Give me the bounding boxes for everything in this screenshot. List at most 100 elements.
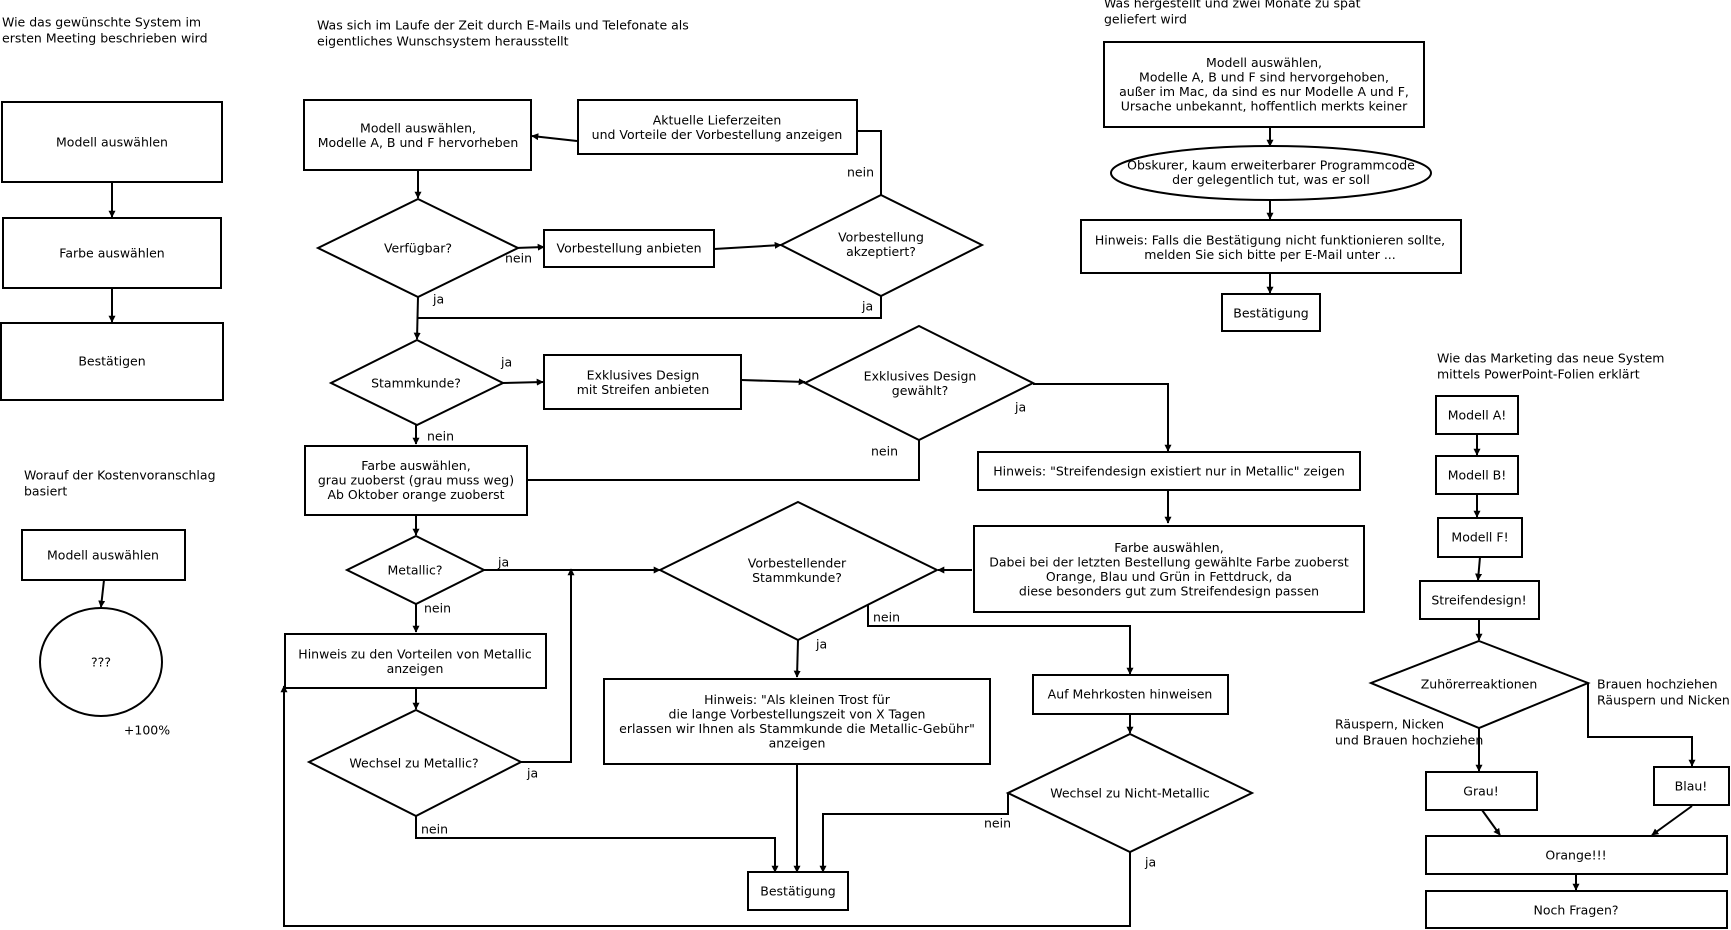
edge-label-designsel-no: nein [871, 444, 898, 459]
text-line: Obskurer, kaum erweiterbarer Programmcod… [1127, 157, 1415, 172]
node-w_switchnon-diamond [1005, 732, 1255, 854]
text-line: die lange Vorbestellungszeit von X Tagen [669, 706, 926, 721]
text-line: Hinweis: Falls die Bestätigung nicht fun… [1095, 232, 1445, 247]
text-line: ersten Meeting beschrieben wird [2, 31, 208, 46]
text-line: Stammkunde? [371, 376, 461, 391]
text-line: Brauen hochziehen [1597, 677, 1718, 692]
edge-m6-m8 [1481, 809, 1501, 836]
edge-label-switchmetal-no: nein [421, 822, 448, 837]
text-line: Vorbestellung [838, 229, 924, 244]
edge-label-preacc-yes: ja [861, 299, 873, 314]
edge-deliv-model [531, 133, 578, 142]
label-m1: Modell A! [1448, 408, 1507, 423]
text-line: anzeigen [769, 735, 826, 750]
text-line: und Vorteile der Vorbestellung anzeigen [592, 127, 843, 142]
node-w_designsel-diamond [802, 324, 1036, 442]
text-line: Grau! [1463, 784, 1498, 799]
text-line: Modell F! [1451, 530, 1508, 545]
edge-designsel-stripehint [1033, 383, 1172, 452]
text-line: Aktuelle Lieferzeiten [653, 112, 782, 127]
text-line: Zuhörerreaktionen [1421, 677, 1538, 692]
label-m7: Blau! [1675, 779, 1708, 794]
label-m2: Modell B! [1448, 468, 1507, 483]
text-line: ja [1144, 855, 1156, 870]
text-line: ja [432, 292, 444, 307]
label-m5: Zuhörerreaktionen [1421, 677, 1538, 692]
node-w_metalhint-box [284, 633, 547, 689]
text-line: Hinweis: "Streifendesign existiert nur i… [993, 464, 1345, 479]
label-w_switchmetal: Wechsel zu Metallic? [349, 756, 478, 771]
node-d1-box [1103, 41, 1425, 128]
text-line: grau zuoberst (grau muss weg) [318, 473, 514, 488]
text-line: Hinweis: "Als kleinen Trost für [704, 692, 891, 707]
node-d2-ellipse [1110, 145, 1432, 201]
label-o3: Bestätigen [78, 354, 145, 369]
text-line: +100% [124, 723, 170, 738]
text-line: Worauf der Kostenvoranschlag [24, 468, 216, 483]
text-line: mit Streifen anbieten [577, 382, 710, 397]
text-line: geliefert wird [1104, 12, 1187, 27]
node-m8-box [1425, 835, 1728, 875]
text-line: nein [421, 822, 448, 837]
text-line: ja [526, 766, 538, 781]
edge-preacc-deliv [857, 130, 882, 195]
text-line: Vorbestellung anbieten [557, 241, 702, 256]
label-w_switchnon: Wechsel zu Nicht-Metallic [1050, 786, 1210, 801]
node-w_preregular-diamond [657, 500, 940, 642]
node-w_model-box [303, 99, 532, 171]
text-line: Bestätigung [1233, 306, 1308, 321]
node-o1-box [1, 101, 223, 183]
edge-preregular-consolation [793, 639, 801, 678]
node-w_preorder-box [543, 229, 715, 268]
label-k1: Modell auswählen [47, 548, 159, 563]
text-line: Räuspern und Nicken [1597, 693, 1730, 708]
text-line: ja [1014, 400, 1026, 415]
label-m8: Orange!!! [1545, 848, 1606, 863]
text-line: Ab Oktober orange zuoberst [327, 487, 504, 502]
node-m1-box [1435, 395, 1519, 435]
edge-label-avail-no: nein [505, 251, 532, 266]
text-line: ja [861, 299, 873, 314]
label-w_confirm: Bestätigung [760, 884, 835, 899]
text-line: Modell auswählen, [360, 120, 476, 135]
text-line: mittels PowerPoint-Folien erklärt [1437, 367, 1640, 382]
edge-m3-m4 [1475, 556, 1483, 581]
edge-switchmetal-yes [520, 568, 575, 763]
node-w_regular-diamond [328, 338, 506, 427]
label-w_extracost: Auf Mehrkosten hinweisen [1048, 687, 1213, 702]
node-w_color-box [304, 445, 528, 516]
edge-label-preregular-no: nein [873, 610, 900, 625]
label-m9: Noch Fragen? [1533, 903, 1618, 918]
node-w_color2-box [973, 525, 1365, 613]
edge-label-regular-yes: ja [500, 355, 512, 370]
text-line: Metallic? [388, 563, 443, 578]
text-line: ja [815, 637, 827, 652]
edge-switchmetal-no [415, 816, 779, 873]
label-d2: Obskurer, kaum erweiterbarer Programmcod… [1127, 157, 1415, 187]
label-k2: ??? [91, 655, 111, 670]
label-k-cost: +100% [124, 723, 170, 738]
text-line: Orange, Blau und Grün in Fettdruck, da [1046, 569, 1292, 584]
edges [98, 127, 1696, 927]
text-line: Was sich im Laufe der Zeit durch E-Mails… [317, 18, 689, 33]
edge-avail-regular [413, 296, 421, 340]
text-line: Noch Fragen? [1533, 903, 1618, 918]
node-k1-box [21, 529, 186, 581]
text-line: erlassen wir Ihnen als Stammkunde die Me… [619, 721, 975, 736]
text-line: Farbe auswählen [59, 246, 164, 261]
text-line: nein [871, 444, 898, 459]
node-w_deliv-box [577, 99, 858, 155]
text-line: nein [427, 429, 454, 444]
text-line: melden Sie sich bitte per E-Mail unter .… [1144, 247, 1396, 262]
edge-design-designsel [740, 378, 806, 386]
edge-preregular-extracost [867, 604, 1134, 675]
text-line: Bestätigung [760, 884, 835, 899]
node-d3-box [1080, 219, 1462, 274]
label-w_color2: Farbe auswählen,Dabei bei der letzten Be… [989, 540, 1349, 599]
